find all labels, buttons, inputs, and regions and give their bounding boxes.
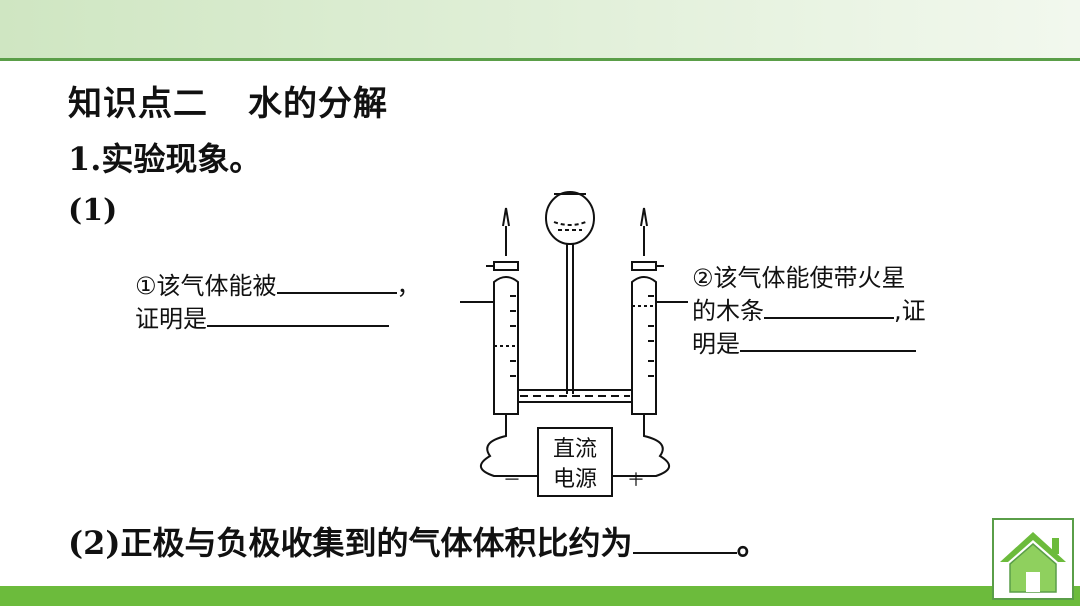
ratio-blank[interactable] — [632, 526, 737, 554]
power-supply-line1: 直流 — [553, 437, 597, 462]
top-banner — [0, 0, 1080, 58]
right-caption-line2-suffix: ,证 — [894, 297, 926, 325]
heading-part1: 知识点二 — [68, 84, 208, 124]
heading-part2: 水的分解 — [248, 84, 388, 124]
negative-terminal-label: － — [503, 470, 521, 491]
positive-terminal-label: ＋ — [627, 470, 645, 491]
left-caption-line2: 证明是 — [135, 305, 207, 333]
right-caption-line2: 的木条 — [692, 297, 764, 325]
section-heading: 知识点二水的分解 — [68, 76, 388, 125]
left-caption-line1-suffix: ， — [396, 272, 421, 300]
home-icon — [1000, 532, 1066, 593]
right-caption: ②该气体能使带火星 的木条 ,证 明是 — [692, 262, 926, 361]
power-supply-line2: 电源 — [553, 467, 597, 492]
top-divider — [0, 58, 1080, 61]
right-caption-line3: 明是 — [692, 330, 740, 358]
left-blank-2[interactable] — [207, 305, 389, 327]
right-caption-line1: ②该气体能使带火星 — [692, 264, 906, 292]
subheading: 1.实验现象。 — [68, 140, 262, 178]
question-2-suffix: 。 — [736, 524, 769, 562]
home-button[interactable] — [992, 518, 1074, 600]
left-blank-1[interactable] — [276, 272, 397, 294]
left-caption-line1: ①该气体能被 — [135, 272, 277, 300]
item1-label: (1) — [68, 193, 118, 228]
right-blank-1[interactable] — [764, 297, 894, 319]
question-2: (2)正极与负极收集到的气体体积比约为 。 — [68, 518, 769, 564]
right-blank-2[interactable] — [740, 330, 916, 352]
electrolysis-apparatus: 直流 电源 － ＋ — [460, 191, 688, 497]
question-2-text: (2)正极与负极收集到的气体体积比约为 — [68, 524, 633, 562]
left-caption: ①该气体能被 ， 证明是 — [135, 270, 421, 336]
bottom-banner — [0, 586, 1080, 606]
